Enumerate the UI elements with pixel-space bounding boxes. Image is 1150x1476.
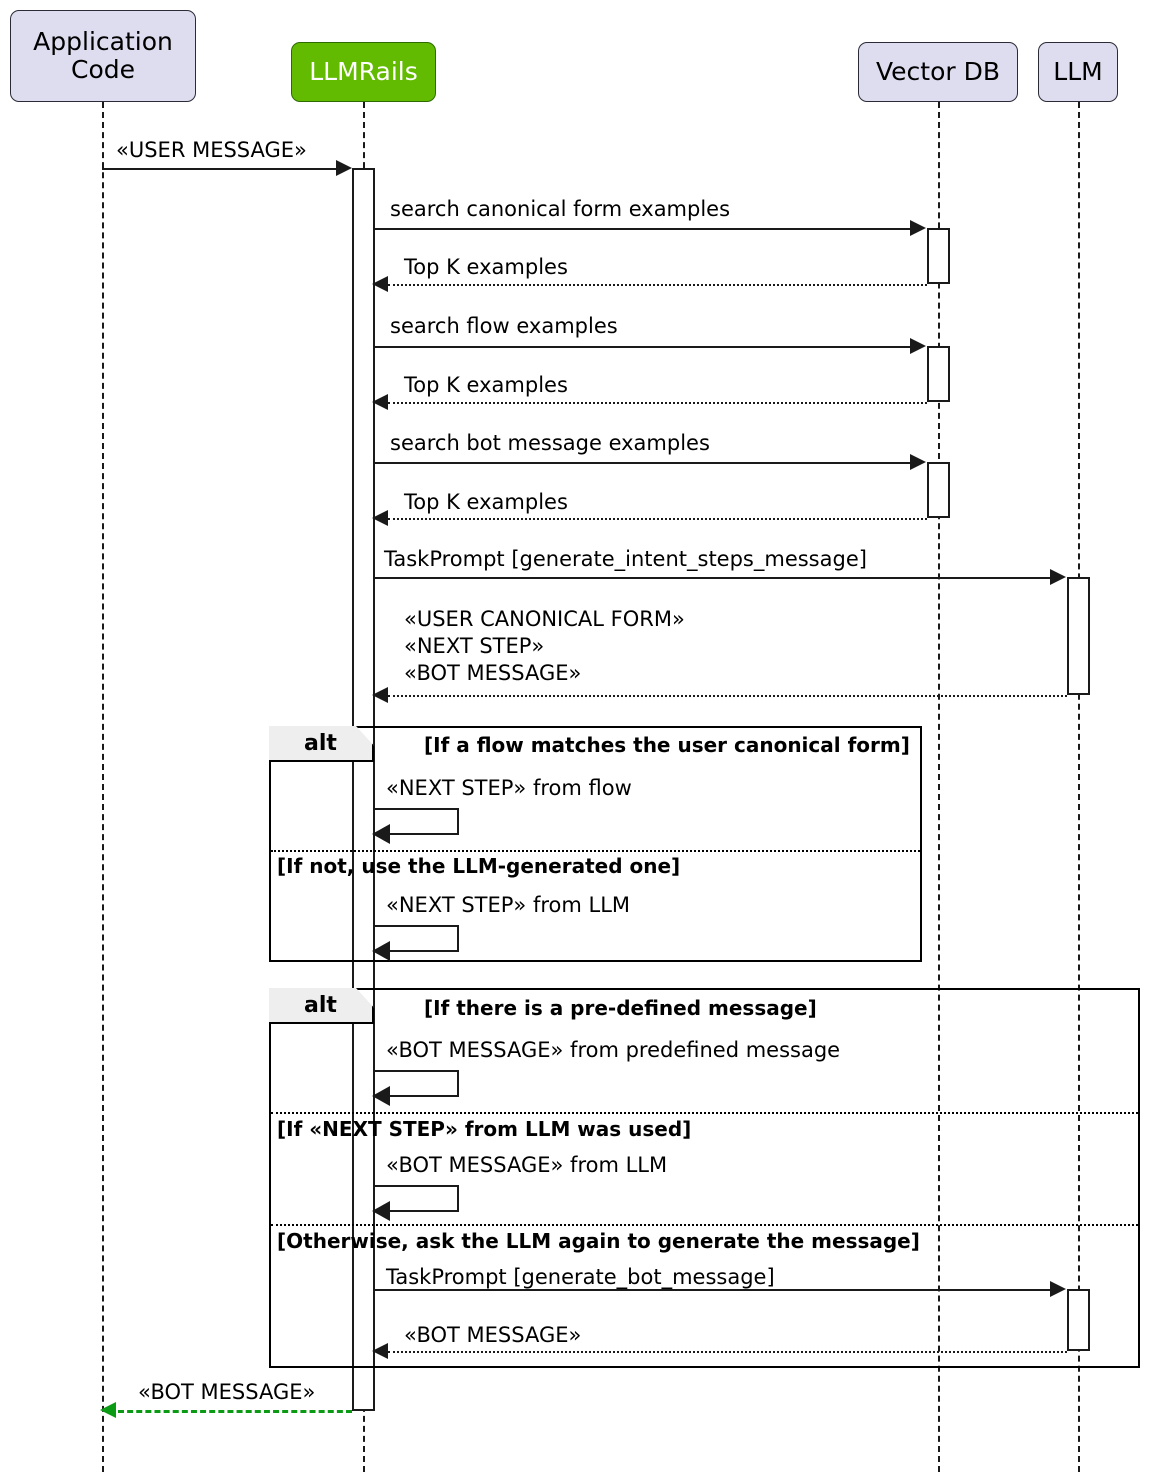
arrowhead-left-m13 [372, 1201, 390, 1221]
fragment-alt-1 [269, 726, 922, 962]
arrowhead-left-m16 [100, 1402, 116, 1418]
participant-label: Vector DB [875, 57, 1000, 86]
message-line-m15 [388, 1351, 1067, 1353]
activation-llm-2 [1067, 1289, 1090, 1351]
fragment-operator-text: alt [304, 992, 337, 1018]
message-label-m4: search flow examples [390, 314, 618, 338]
message-line-m9 [388, 695, 1067, 697]
activation-llmrails [352, 168, 375, 1411]
arrowhead-left-m15 [372, 1343, 388, 1359]
message-label-m14: TaskPrompt [generate_bot_message] [386, 1265, 775, 1289]
fragment-alt-1-guard-0: [If a flow matches the user canonical fo… [424, 733, 910, 757]
arrowhead-left-m10 [372, 824, 390, 844]
fragment-operator-text: alt [304, 730, 337, 756]
activation-vectordb-3 [927, 462, 950, 518]
arrowhead-right-m8 [1050, 569, 1066, 585]
participant-label: LLM [1053, 57, 1103, 86]
fragment-alt-2-divider-0 [271, 1112, 1138, 1114]
fragment-alt-2-operator: alt [269, 988, 374, 1024]
arrowhead-right-m1 [336, 160, 352, 176]
message-label-m3: Top K examples [404, 255, 568, 279]
arrowhead-right-m14 [1050, 1281, 1066, 1297]
message-line-m16 [118, 1410, 352, 1413]
selfloop-m10 [375, 808, 459, 835]
message-line-m6 [375, 462, 910, 464]
fragment-alt-2 [269, 988, 1140, 1368]
fragment-alt-1-divider-0 [271, 850, 920, 852]
selfloop-m12 [375, 1070, 459, 1097]
arrowhead-left-m9 [372, 687, 388, 703]
arrowhead-left-m5 [372, 394, 388, 410]
message-label-m12: «BOT MESSAGE» from predefined message [386, 1038, 841, 1062]
fragment-alt-2-divider-1 [271, 1224, 1138, 1226]
fragment-alt-1-operator: alt [269, 726, 374, 762]
selfloop-m13 [375, 1185, 459, 1212]
message-line-m2 [375, 228, 910, 230]
arrowhead-left-m3 [372, 276, 388, 292]
fragment-alt-1-guard-1: [If not, use the LLM-generated one] [277, 854, 681, 878]
lifeline-application-code [102, 102, 104, 1472]
activation-llm-1 [1067, 577, 1090, 695]
arrowhead-left-m7 [372, 510, 388, 526]
message-label-m13: «BOT MESSAGE» from LLM [386, 1153, 668, 1177]
fragment-alt-2-guard-2: [Otherwise, ask the LLM again to generat… [277, 1229, 920, 1253]
message-label-m15: «BOT MESSAGE» [404, 1323, 582, 1347]
message-line-m5 [388, 402, 927, 404]
arrowhead-right-m6 [910, 454, 926, 470]
participant-label: LLMRails [309, 57, 418, 86]
message-line-m14 [375, 1289, 1050, 1291]
activation-vectordb-2 [927, 346, 950, 402]
participant-vector-db[interactable]: Vector DB [858, 42, 1018, 102]
participant-label: Application Code [33, 27, 173, 84]
participant-llm[interactable]: LLM [1038, 42, 1118, 102]
message-line-m4 [375, 346, 910, 348]
message-label-m5: Top K examples [404, 373, 568, 397]
lifeline-llm [1078, 102, 1080, 1472]
message-line-m3 [388, 284, 927, 286]
selfloop-m11 [375, 925, 459, 952]
message-label-m11: «NEXT STEP» from LLM [386, 893, 631, 917]
message-label-m2: search canonical form examples [390, 197, 731, 221]
arrowhead-right-m4 [910, 338, 926, 354]
arrowhead-right-m2 [910, 220, 926, 236]
arrowhead-left-m11 [372, 941, 390, 961]
lifeline-vector-db [938, 102, 940, 1472]
fragment-alt-2-guard-1: [If «NEXT STEP» from LLM was used] [277, 1117, 692, 1141]
message-label-m10: «NEXT STEP» from flow [386, 776, 632, 800]
message-line-m1 [102, 168, 338, 170]
message-line-m7 [388, 518, 927, 520]
message-label-m6: search bot message examples [390, 431, 710, 455]
message-label-m7: Top K examples [404, 490, 568, 514]
message-label-m1: «USER MESSAGE» [116, 138, 307, 162]
activation-vectordb-1 [927, 228, 950, 284]
message-label-m9: «USER CANONICAL FORM» «NEXT STEP» «BOT M… [404, 607, 685, 685]
message-line-m8 [375, 577, 1050, 579]
message-label-m16: «BOT MESSAGE» [138, 1380, 316, 1404]
message-label-m8: TaskPrompt [generate_intent_steps_messag… [384, 547, 867, 571]
participant-llmrails[interactable]: LLMRails [291, 42, 436, 102]
participant-application-code[interactable]: Application Code [10, 10, 196, 102]
arrowhead-left-m12 [372, 1086, 390, 1106]
fragment-alt-2-guard-0: [If there is a pre-defined message] [424, 996, 817, 1020]
